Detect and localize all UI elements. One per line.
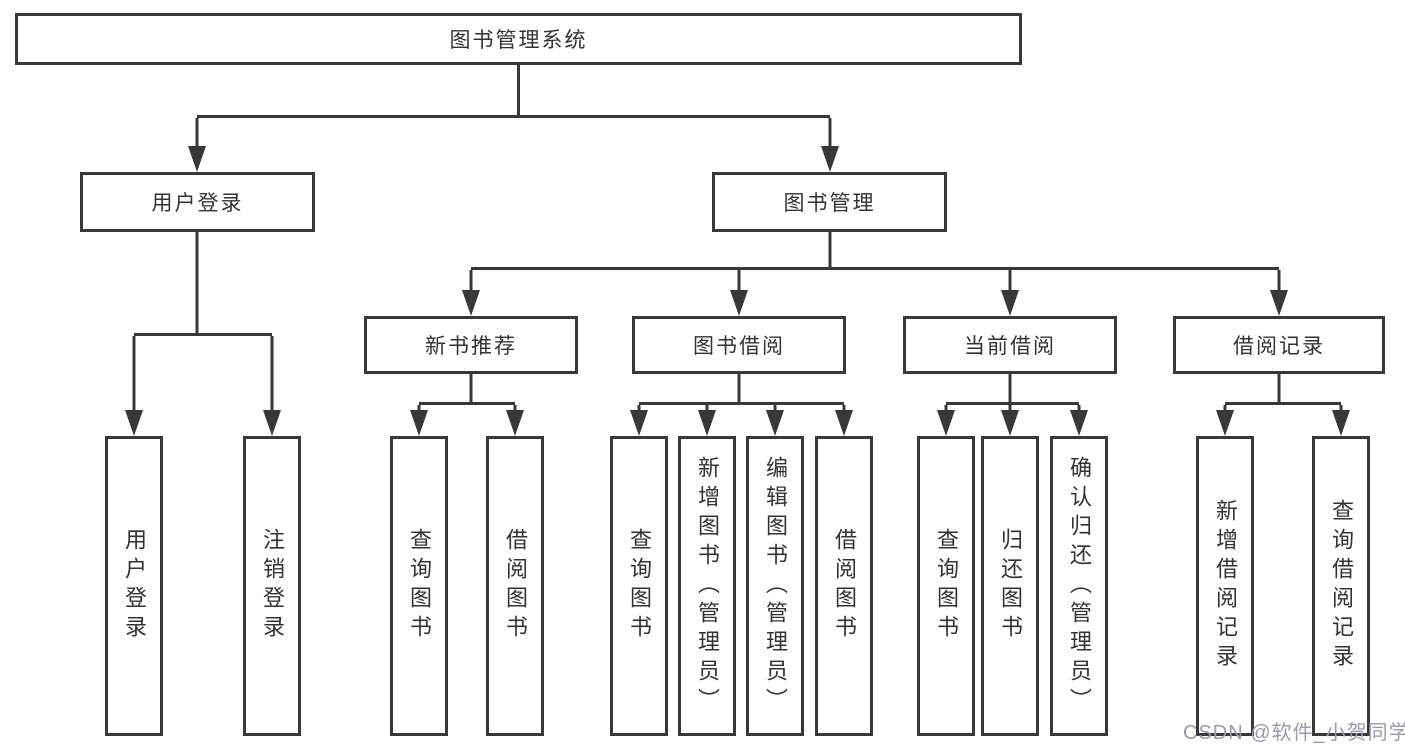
connector-root-to-level2 [188,65,839,172]
node-borrow-records: 借阅记录 [1173,316,1385,374]
node-book-borrowing: 图书借阅 [632,316,846,374]
node-user-login: 用户登录 [80,172,315,232]
leaf-add-borrow-record: 新增借阅记录 [1196,436,1254,736]
leaf-query-borrow-record: 查询借阅记录 [1312,436,1370,736]
leaf-return-books: 归还图书 [981,436,1039,736]
connector-user-login-to-leaves [125,232,281,436]
node-book-management: 图书管理 [712,172,947,232]
connector-borrowing-to-leaves [630,374,853,436]
leaf-add-books-admin: 新增图书（管理员） [678,436,736,736]
leaf-confirm-return-admin: 确认归还（管理员） [1050,436,1108,736]
node-current-borrowing: 当前借阅 [903,316,1117,374]
leaf-borrow-books-2: 借阅图书 [815,436,873,736]
leaf-query-books-3: 查询图书 [917,436,975,736]
leaf-borrow-books-1: 借阅图书 [486,436,544,736]
leaf-user-login: 用户登录 [105,436,163,736]
leaf-logout: 注销登录 [243,436,301,736]
connector-book-mgmt-to-level3 [462,232,1288,316]
connector-records-to-leaves [1216,374,1350,436]
csdn-watermark: CSDN @软件_小贺同学 [1183,722,1405,744]
leaf-edit-books-admin: 编辑图书（管理员） [746,436,804,736]
node-new-book-recommend: 新书推荐 [364,316,578,374]
leaf-query-books-1: 查询图书 [390,436,448,736]
node-root-library-system: 图书管理系统 [15,13,1022,65]
leaf-query-books-2: 查询图书 [610,436,668,736]
connector-current-to-leaves [937,374,1088,436]
connector-new-books-to-leaves [410,374,524,436]
